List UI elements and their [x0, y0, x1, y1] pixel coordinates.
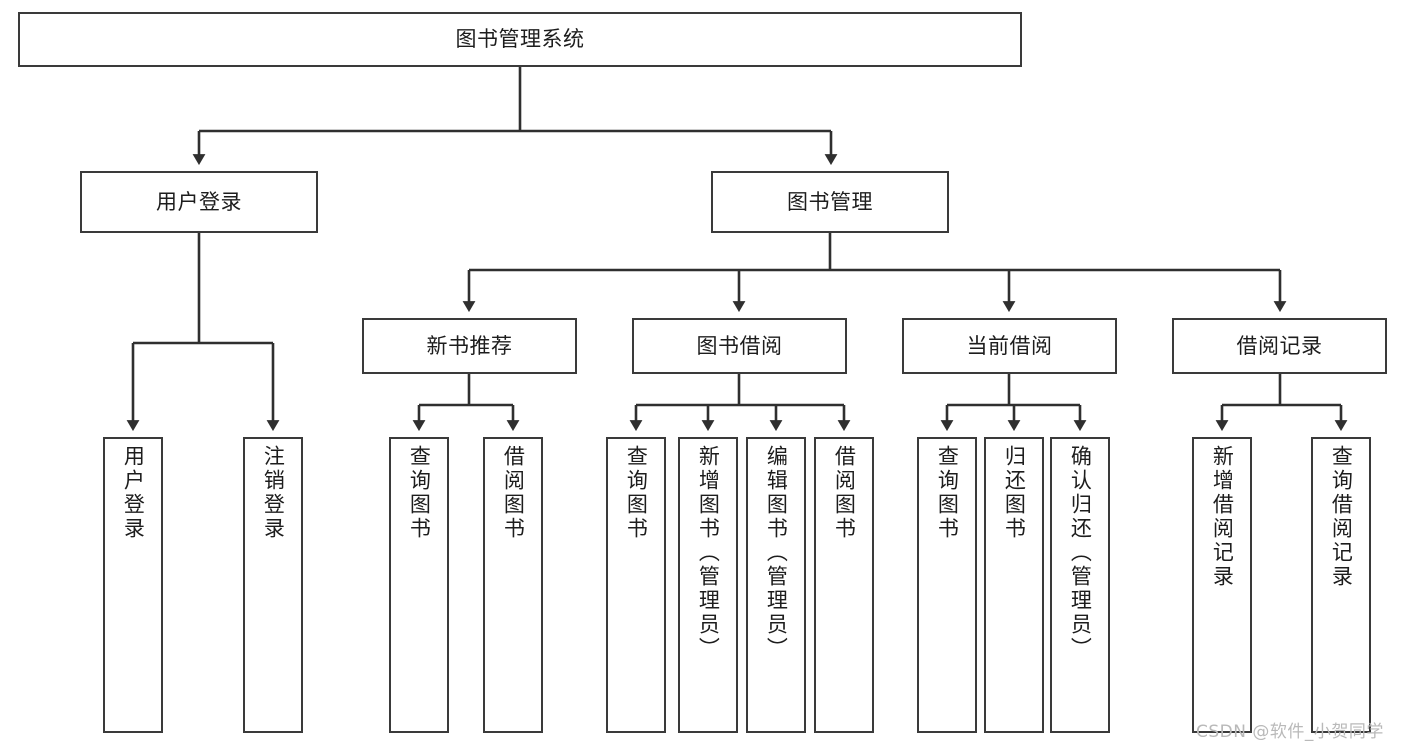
node-leaf-user-login[interactable]: 用户登录 — [103, 437, 163, 733]
node-leaf-confirm-return-label: 确认归还（管理员） — [1068, 445, 1093, 661]
node-leaf-query-book-2-label: 查询图书 — [624, 445, 649, 541]
node-user-login[interactable]: 用户登录 — [80, 171, 318, 233]
node-leaf-query-record-label: 查询借阅记录 — [1329, 445, 1354, 589]
node-borrow-record-label: 借阅记录 — [1236, 333, 1323, 358]
node-leaf-return-book-label: 归还图书 — [1002, 445, 1027, 541]
node-leaf-borrow-book-2-label: 借阅图书 — [832, 445, 857, 541]
node-leaf-query-record[interactable]: 查询借阅记录 — [1311, 437, 1371, 733]
node-leaf-borrow-book-1[interactable]: 借阅图书 — [483, 437, 543, 733]
node-leaf-edit-book-label: 编辑图书（管理员） — [764, 445, 789, 661]
node-leaf-add-book-label: 新增图书（管理员） — [696, 445, 721, 661]
node-leaf-query-book-2[interactable]: 查询图书 — [606, 437, 666, 733]
node-leaf-edit-book[interactable]: 编辑图书（管理员） — [746, 437, 806, 733]
watermark-text: CSDN @软件_小贺同学 — [1196, 722, 1384, 742]
node-leaf-user-logout[interactable]: 注销登录 — [243, 437, 303, 733]
node-leaf-query-book-1-label: 查询图书 — [407, 445, 432, 541]
node-leaf-query-book-1[interactable]: 查询图书 — [389, 437, 449, 733]
node-leaf-borrow-book-1-label: 借阅图书 — [501, 445, 526, 541]
node-book-borrow[interactable]: 图书借阅 — [632, 318, 847, 374]
node-leaf-user-login-label: 用户登录 — [121, 445, 146, 541]
node-book-manage-label: 图书管理 — [787, 189, 873, 214]
node-leaf-query-book-3[interactable]: 查询图书 — [917, 437, 977, 733]
node-new-book-rec-label: 新书推荐 — [426, 333, 513, 358]
node-root-label: 图书管理系统 — [455, 27, 585, 52]
node-current-borrow-label: 当前借阅 — [966, 333, 1053, 358]
node-leaf-add-book[interactable]: 新增图书（管理员） — [678, 437, 738, 733]
node-leaf-user-logout-label: 注销登录 — [261, 445, 286, 541]
node-leaf-borrow-book-2[interactable]: 借阅图书 — [814, 437, 874, 733]
node-new-book-rec[interactable]: 新书推荐 — [362, 318, 577, 374]
node-root[interactable]: 图书管理系统 — [18, 12, 1022, 67]
node-user-login-label: 用户登录 — [156, 189, 242, 214]
node-leaf-return-book[interactable]: 归还图书 — [984, 437, 1044, 733]
node-borrow-record[interactable]: 借阅记录 — [1172, 318, 1387, 374]
node-leaf-add-record-label: 新增借阅记录 — [1210, 445, 1235, 589]
node-book-borrow-label: 图书借阅 — [696, 333, 783, 358]
node-leaf-query-book-3-label: 查询图书 — [935, 445, 960, 541]
node-leaf-confirm-return[interactable]: 确认归还（管理员） — [1050, 437, 1110, 733]
node-current-borrow[interactable]: 当前借阅 — [902, 318, 1117, 374]
node-book-manage[interactable]: 图书管理 — [711, 171, 949, 233]
node-leaf-add-record[interactable]: 新增借阅记录 — [1192, 437, 1252, 733]
